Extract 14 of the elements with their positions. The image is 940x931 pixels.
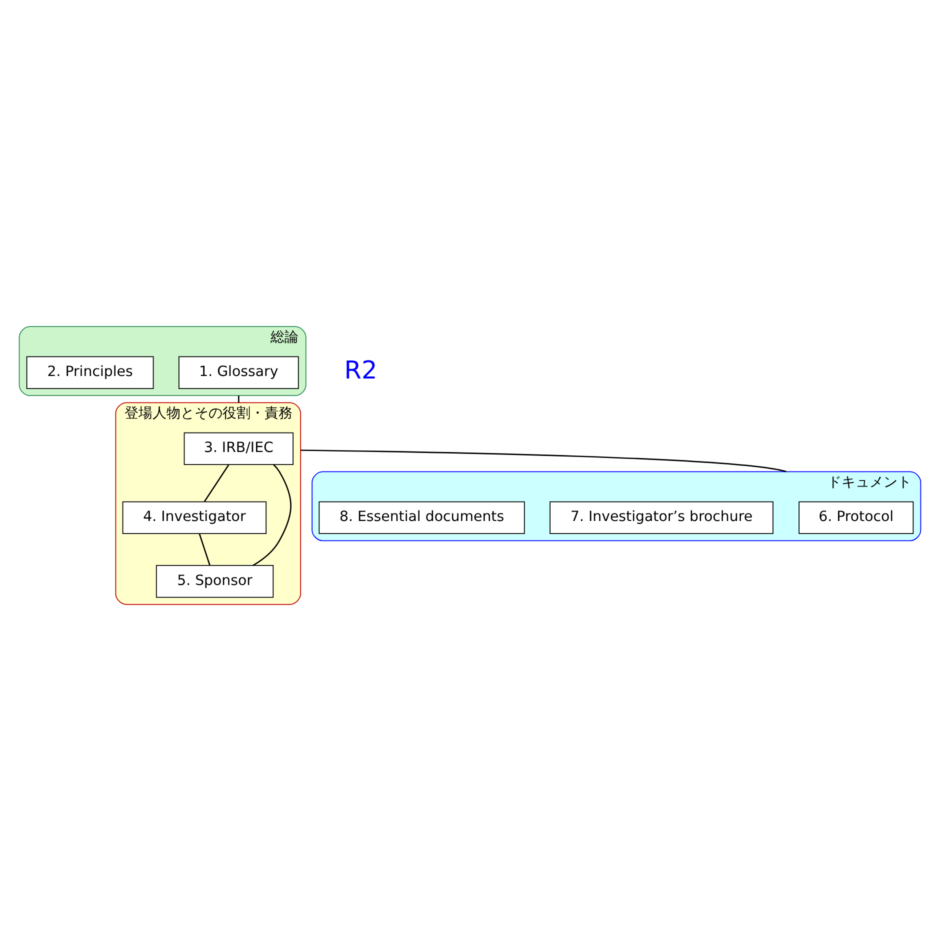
connector — [238, 396, 240, 403]
connector — [198, 534, 210, 566]
node-box: 6. Protocol — [798, 501, 914, 534]
node-box: 7. Investigator’s brochure — [550, 501, 774, 534]
connector — [252, 464, 292, 566]
node-box: 2. Principles — [26, 356, 154, 389]
node-box: 4. Investigator — [122, 501, 267, 534]
connector — [300, 450, 786, 472]
node-box: 1. Glossary — [178, 356, 299, 389]
node-box: 8. Essential documents — [318, 501, 525, 534]
node-box: 3. IRB/IEC — [184, 432, 294, 466]
label: R2 — [344, 356, 378, 385]
node-box: 5. Sponsor — [156, 565, 274, 598]
connector — [204, 464, 230, 502]
